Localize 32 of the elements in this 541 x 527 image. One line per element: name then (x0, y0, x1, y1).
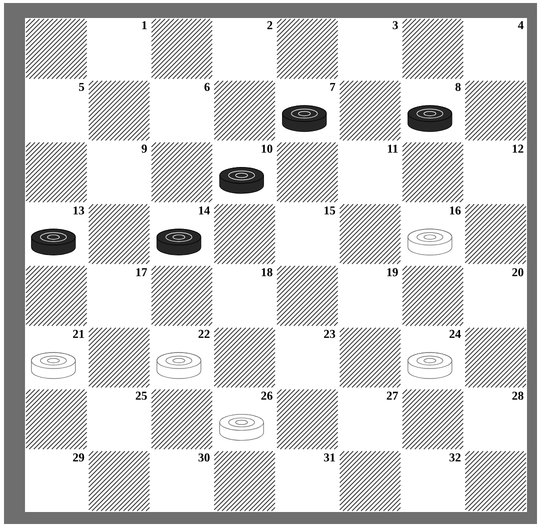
square-number: 29 (73, 453, 84, 462)
square-number: 26 (261, 392, 272, 400)
square-number: 30 (198, 453, 210, 462)
square-number: 3 (392, 21, 398, 30)
square-number: 10 (262, 144, 272, 153)
square-number: 25 (136, 392, 147, 400)
square-number: 15 (324, 206, 336, 214)
square-number: 9 (142, 144, 147, 153)
square-number: 21 (73, 330, 84, 338)
square-number: 2 (267, 21, 272, 30)
square-number: 4 (518, 21, 524, 30)
square-number: 1 (142, 21, 147, 30)
square-number: 31 (324, 453, 335, 462)
square-number: 27 (386, 392, 398, 400)
square-number: 12 (512, 144, 524, 153)
square-number: 5 (79, 82, 84, 91)
square-number: 6 (204, 82, 210, 91)
square-number: 23 (324, 330, 336, 338)
square-number: 13 (74, 206, 84, 214)
square-number: 11 (388, 144, 398, 153)
square-number: 24 (450, 330, 461, 338)
square-number: 8 (455, 82, 461, 92)
square-number: 19 (387, 268, 398, 276)
square-number: 28 (512, 392, 524, 400)
square-number: 7 (330, 82, 336, 91)
square-number: 16 (450, 206, 461, 214)
square-number: 14 (199, 206, 210, 214)
square-number: 18 (262, 268, 272, 276)
square-number: 32 (450, 453, 461, 462)
square-number: 20 (512, 268, 524, 276)
square-number: 22 (198, 330, 210, 338)
square-number: 17 (136, 268, 148, 276)
